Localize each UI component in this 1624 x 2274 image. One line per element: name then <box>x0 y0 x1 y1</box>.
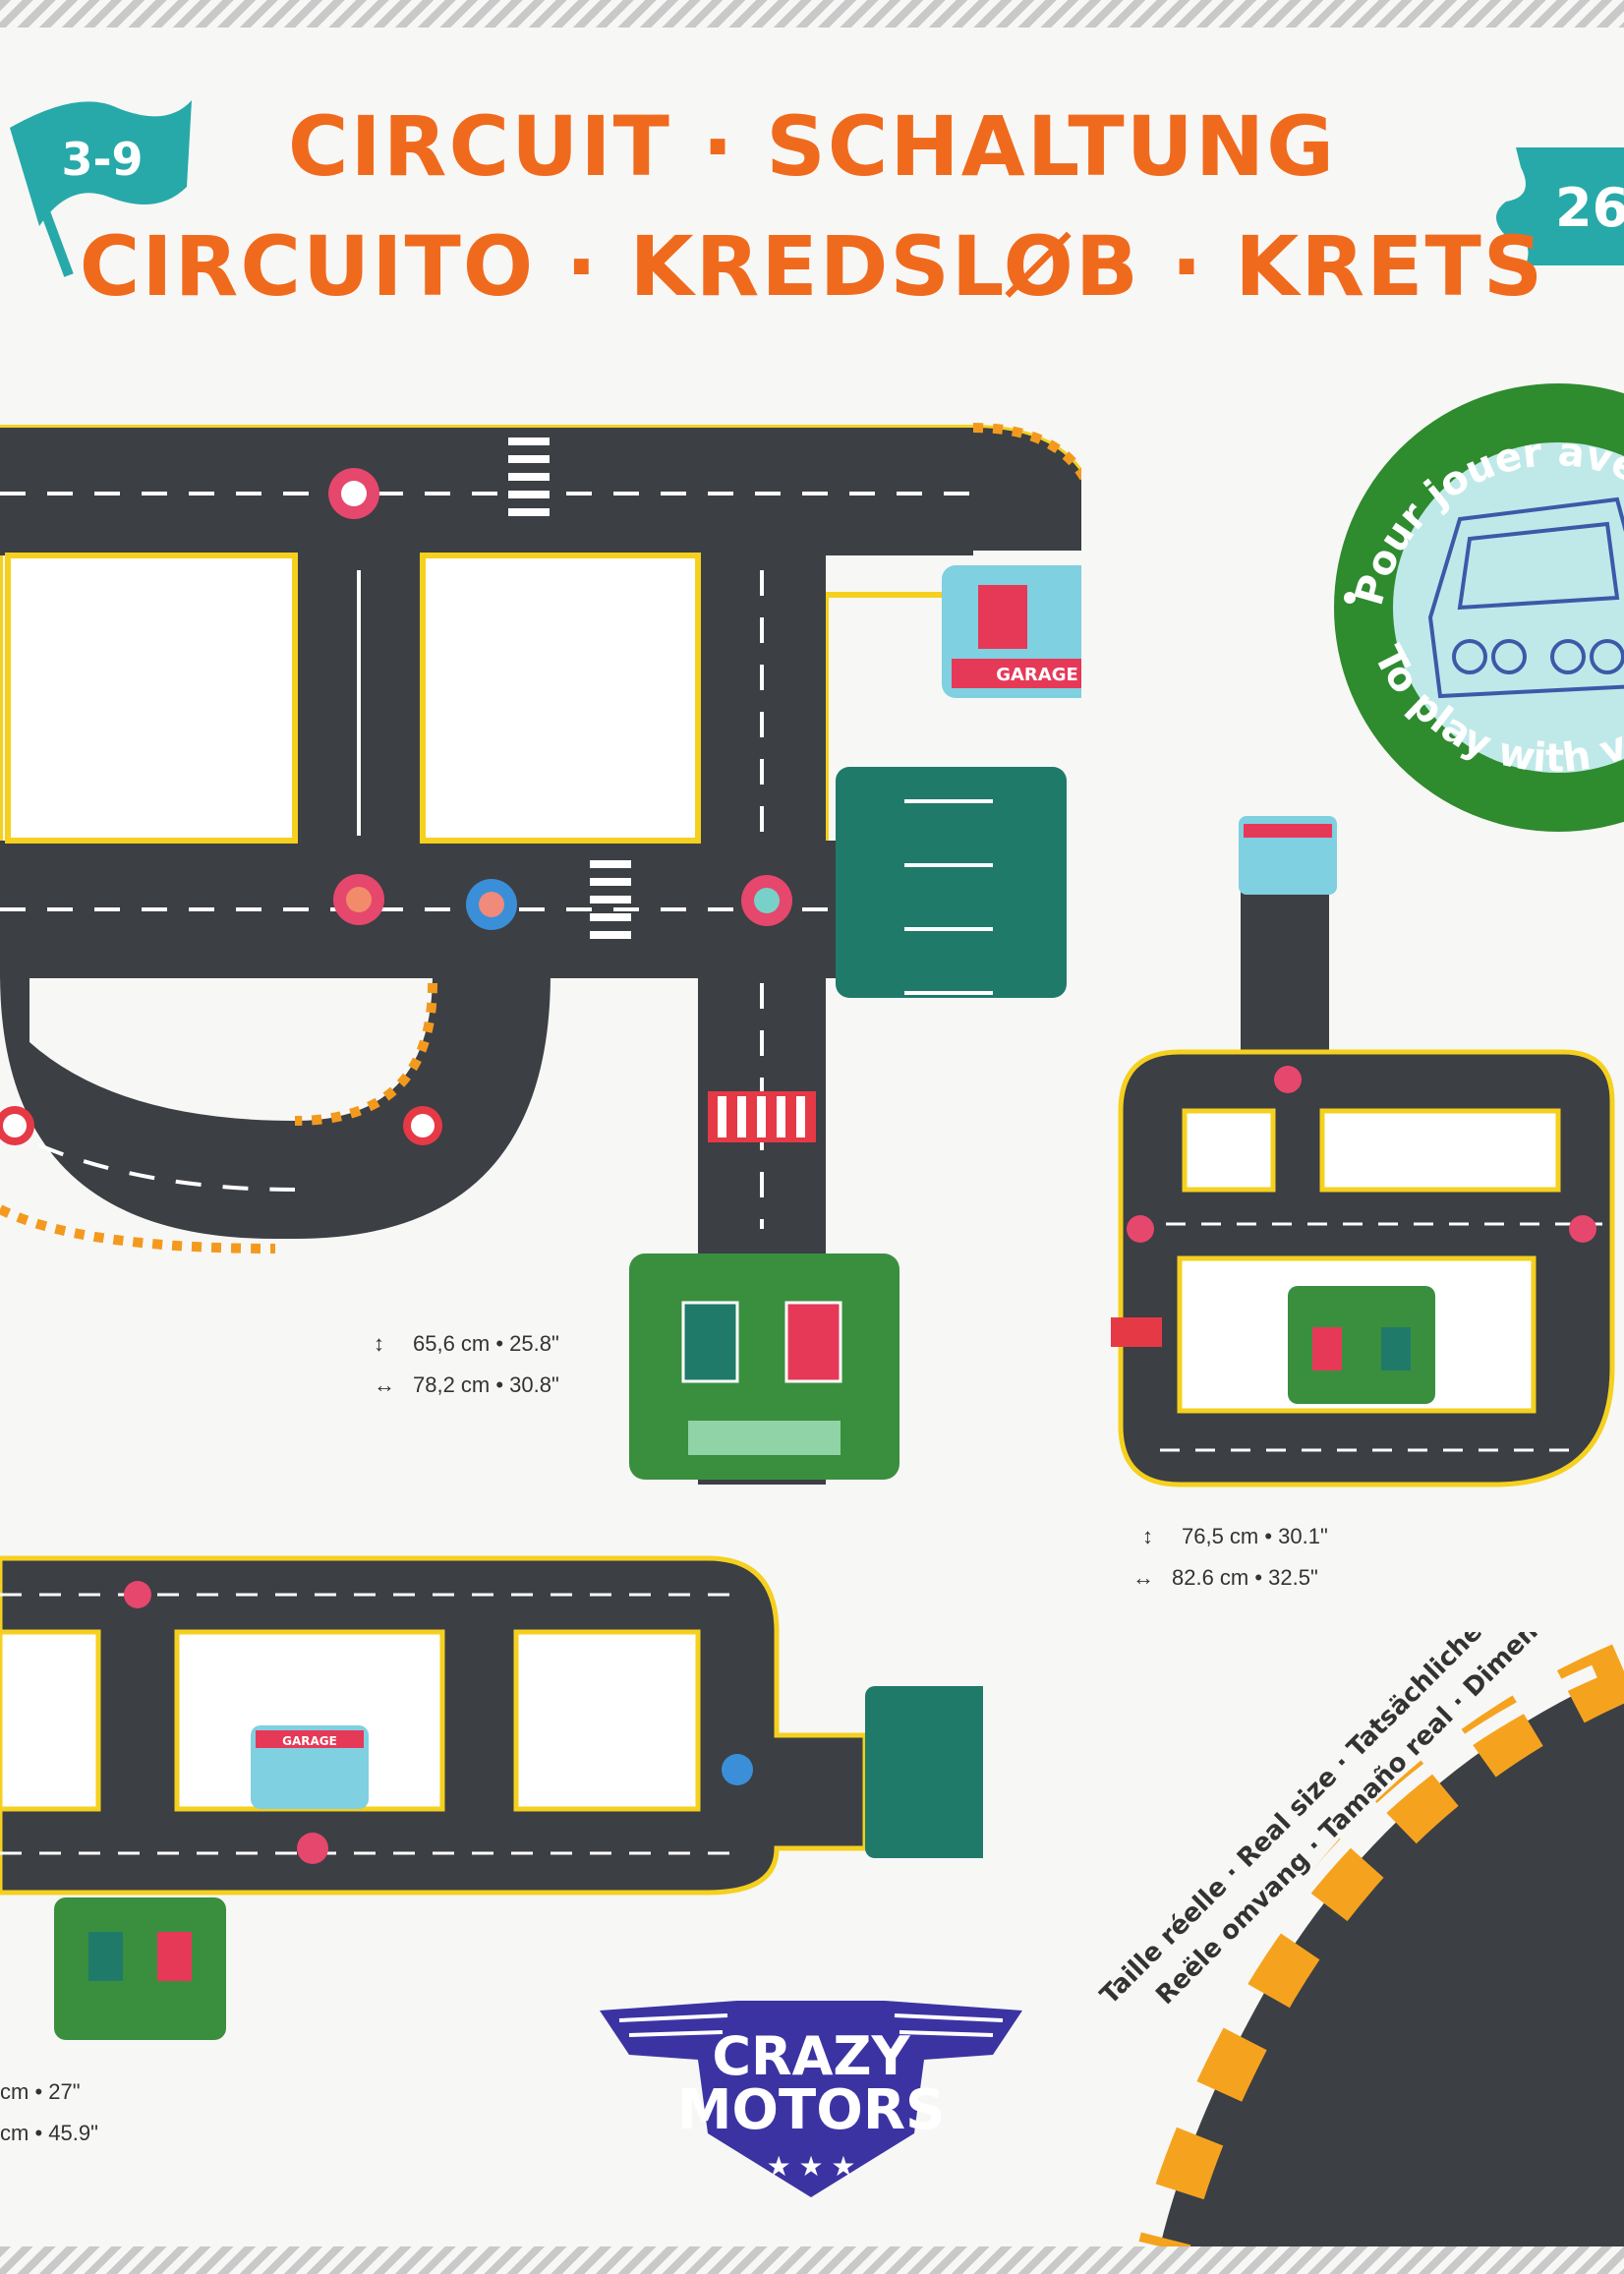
pieces-count: 26 <box>1555 177 1624 239</box>
circuit-1-width: ↔78,2 cm • 30.8" <box>374 1372 559 1397</box>
garage-building-icon: GARAGE <box>942 565 1081 698</box>
age-label: 3-9 <box>61 133 143 186</box>
real-size-track-sample: Taille réelle · Real size · Tatsächliche… <box>1095 1632 1624 2246</box>
puzzle-pieces-badge: 26 <box>1496 147 1624 265</box>
car-icon <box>1427 496 1624 699</box>
horizontal-arrow-icon: ↔ <box>374 1372 395 1397</box>
horizontal-arrow-icon: ↔ <box>1132 1565 1154 1590</box>
top-stripe-border <box>0 0 1624 28</box>
circuit-map-2 <box>1111 816 1615 1487</box>
circuit-1-height: ↕65,6 cm • 25.8" <box>374 1331 559 1356</box>
title-line-2: CIRCUITO · KREDSLØB · KRETS <box>79 218 1545 315</box>
circuit-2-height: ↕76,5 cm • 30.1" <box>1142 1524 1328 1548</box>
charging-station-icon <box>629 1254 899 1480</box>
vertical-arrow-icon: ↕ <box>374 1331 384 1356</box>
parking-lot-icon <box>836 767 1067 998</box>
bottom-stripe-border <box>0 2246 1624 2274</box>
garage-building-icon: GARAGE <box>251 1725 369 1809</box>
circuit-3-height: cm • 27" <box>0 2079 81 2104</box>
circuit-map-1: GARAGE <box>0 423 1081 1485</box>
charging-station-icon <box>54 1897 226 2040</box>
age-flag-badge: 3-9 <box>10 100 192 277</box>
svg-text:GARAGE: GARAGE <box>282 1734 337 1748</box>
title-line-1: CIRCUIT · SCHALTUNG <box>287 98 1337 195</box>
charging-station-icon <box>1288 1286 1435 1404</box>
vertical-arrow-icon: ↕ <box>1142 1524 1153 1548</box>
circuit-3-width: cm • 45.9" <box>0 2121 98 2145</box>
logo-line-2: MOTORS <box>677 2078 946 2142</box>
svg-text:GARAGE: GARAGE <box>996 665 1078 685</box>
parking-lot-icon <box>865 1686 983 1858</box>
circuit-map-3: GARAGE <box>0 1555 983 2040</box>
garage-building-icon <box>1239 816 1337 895</box>
play-with-stamp: Pour jouer avec t To play with v <box>1334 383 1624 832</box>
crazy-motors-logo: CRAZY MOTORS ★ ★ ★ <box>600 2001 1022 2197</box>
circuit-2-width: ↔82.6 cm • 32.5" <box>1132 1565 1318 1590</box>
star-icons: ★ ★ ★ <box>767 2151 856 2182</box>
logo-line-1: CRAZY <box>712 2025 910 2087</box>
